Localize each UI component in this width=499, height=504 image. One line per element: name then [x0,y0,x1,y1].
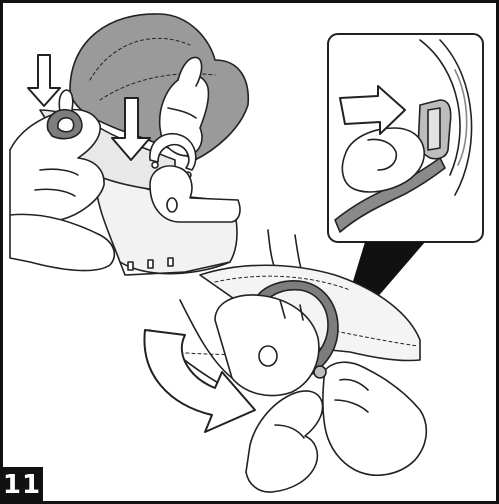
right-hand-bottom [323,362,426,475]
step-number-badge: 11 [1,467,43,503]
side-hub [150,166,240,222]
left-hand-bottom [246,391,323,492]
hub-pivot [259,346,277,366]
lower-left-arm [10,214,114,270]
down-arrow-icon [28,55,60,106]
latch [314,366,326,378]
